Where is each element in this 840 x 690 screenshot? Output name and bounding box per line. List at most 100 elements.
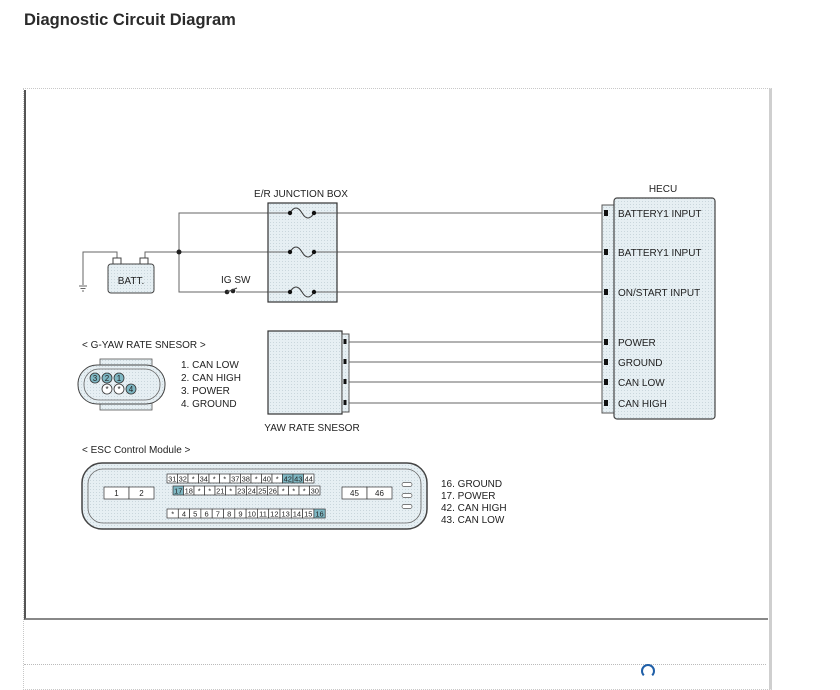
svg-text:18: 18 [185,487,193,496]
esc-title: < ESC Control Module > [82,445,191,456]
svg-text:*: * [117,385,120,394]
g-yaw-pin [89,372,101,384]
svg-text:*: * [198,487,201,496]
svg-text:15: 15 [304,510,312,519]
svg-text:31: 31 [168,475,176,484]
svg-text:24: 24 [248,487,256,496]
svg-text:26: 26 [269,487,277,496]
svg-text:*: * [223,475,226,484]
svg-text:5: 5 [193,510,197,519]
svg-text:1: 1 [114,489,119,498]
svg-text:17: 17 [174,487,182,496]
junction-dot [176,249,182,255]
svg-text:44: 44 [305,475,313,484]
junction-box-label: E/R JUNCTION BOX [254,189,348,200]
svg-text:*: * [229,487,232,496]
bottom-divider [24,664,766,673]
svg-text:10: 10 [248,510,256,519]
hecu-label: HECU [649,184,677,195]
svg-text:4: 4 [182,510,186,519]
esc-legend-item: 43. CAN LOW [441,515,505,526]
svg-text:4: 4 [129,385,134,394]
esc-legend-item: 17. POWER [441,491,495,502]
esc-legend-item: 16. GROUND [441,479,502,490]
junction-box: E/R JUNCTION BOX [254,189,348,303]
svg-text:*: * [282,487,285,496]
battery: BATT. [107,257,155,294]
hecu-pin-label: BATTERY1 INPUT [618,248,702,259]
svg-text:8: 8 [227,510,231,519]
g-yaw-title: < G-YAW RATE SNESOR > [82,340,206,351]
hecu-pin-terminal [604,210,608,216]
svg-text:*: * [208,487,211,496]
hecu-pin-label: CAN LOW [618,378,665,389]
svg-text:*: * [105,385,108,394]
svg-text:7: 7 [216,510,220,519]
svg-text:2: 2 [105,374,110,383]
g-yaw-pin [101,383,113,395]
esc-pin [303,473,315,484]
svg-text:25: 25 [258,487,266,496]
hecu-pin-label: ON/START INPUT [618,288,700,299]
svg-text:43: 43 [294,475,302,484]
hecu-pin-terminal [604,379,608,385]
ig-switch: IG SW [221,275,251,295]
hecu-pin-terminal [604,400,608,406]
esc-pin [128,486,155,500]
hecu-pin-terminal [604,289,608,295]
svg-text:12: 12 [270,510,278,519]
svg-text:38: 38 [242,475,250,484]
circuit-diagram: BATT. IG SW E/R JUNCTION BOX HECU BATTER… [77,184,716,530]
esc-pin [309,485,321,496]
battery-negative-terminal [112,257,122,265]
g-yaw-pin [125,383,137,395]
ground-icon [79,285,87,292]
wire-ground [82,251,118,285]
svg-text:46: 46 [375,489,384,498]
svg-text:*: * [276,475,279,484]
svg-text:9: 9 [238,510,242,519]
fuse-icon [268,207,337,298]
ig-switch-label: IG SW [221,275,251,286]
svg-text:3: 3 [93,374,98,383]
svg-text:*: * [255,475,258,484]
hecu-pin-label: BATTERY1 INPUT [618,209,702,220]
svg-text:1: 1 [117,374,122,383]
g-yaw-pin [113,383,125,395]
svg-text:21: 21 [216,487,224,496]
hecu-pin-terminal [604,249,608,255]
g-yaw-legend-item: 1. CAN LOW [181,360,239,371]
battery-positive-terminal [139,257,149,265]
svg-text:30: 30 [311,487,319,496]
esc-legend-item: 42. CAN HIGH [441,503,507,514]
svg-text:11: 11 [259,510,267,519]
svg-text:23: 23 [237,487,245,496]
esc-pin [313,508,326,519]
svg-text:32: 32 [179,475,187,484]
hecu-pin-label: CAN HIGH [618,399,667,410]
svg-text:*: * [292,487,295,496]
hecu-pin-terminal [604,339,608,345]
svg-text:13: 13 [281,510,289,519]
svg-text:6: 6 [204,510,208,519]
page-title: Diagnostic Circuit Diagram [24,11,236,29]
fuse-1 [268,207,337,219]
yaw-sensor-label: YAW RATE SNESOR [264,423,359,434]
g-yaw-legend-item: 2. CAN HIGH [181,373,241,384]
hecu-pin-label: POWER [618,338,656,349]
svg-text:14: 14 [293,510,301,519]
svg-text:42: 42 [284,475,292,484]
svg-text:*: * [171,510,174,519]
fuse-3 [268,286,337,298]
hecu-pin-terminal [604,359,608,365]
wire-battery1-b [144,251,602,262]
svg-text:37: 37 [231,475,239,484]
hecu-pin-label: GROUND [618,358,662,369]
power-wires [82,212,602,404]
svg-text:16: 16 [315,510,323,519]
g-yaw-legend-item: 3. POWER [181,386,230,397]
g-yaw-pin [113,372,125,384]
esc-pin [366,486,393,500]
